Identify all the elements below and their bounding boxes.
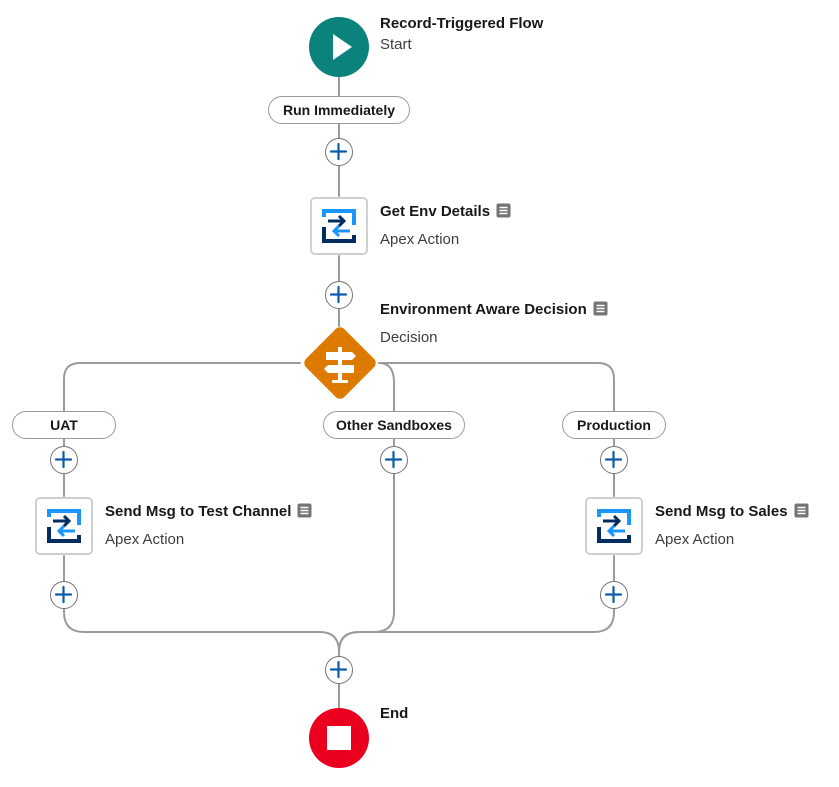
end-title: End <box>380 705 409 722</box>
add-element-button[interactable] <box>380 446 408 474</box>
apex-action-icon <box>597 509 631 543</box>
get-env-details-node[interactable] <box>310 197 368 255</box>
decision-node[interactable] <box>300 323 380 403</box>
plus-icon <box>384 450 403 469</box>
play-icon <box>333 34 352 60</box>
run-immediately-pill[interactable]: Run Immediately <box>268 96 410 124</box>
add-element-button[interactable] <box>325 281 353 309</box>
plus-icon <box>604 450 623 469</box>
details-icon[interactable] <box>496 203 511 218</box>
get-env-title-row: Get Env Details <box>380 203 511 220</box>
sales-title-row: Send Msg to Sales <box>655 503 809 520</box>
details-icon[interactable] <box>297 503 312 518</box>
test-channel-title-row: Send Msg to Test Channel <box>105 503 312 520</box>
connector-branch-production <box>378 362 615 413</box>
connector-branch-uat <box>63 362 301 413</box>
test-channel-title: Send Msg to Test Channel <box>105 503 292 520</box>
plus-icon <box>54 585 73 604</box>
decision-title: Environment Aware Decision <box>380 301 587 318</box>
add-element-button[interactable] <box>600 581 628 609</box>
test-channel-subtitle: Apex Action <box>105 531 185 548</box>
plus-icon <box>329 285 348 304</box>
connector-branch-other <box>378 362 395 413</box>
sales-subtitle: Apex Action <box>655 531 735 548</box>
plus-icon <box>329 142 348 161</box>
plus-icon <box>604 585 623 604</box>
outcome-other-sandboxes-pill[interactable]: Other Sandboxes <box>323 411 465 439</box>
end-node[interactable] <box>309 708 369 768</box>
send-msg-test-channel-node[interactable] <box>35 497 93 555</box>
apex-action-icon <box>47 509 81 543</box>
send-msg-sales-node[interactable] <box>585 497 643 555</box>
get-env-subtitle: Apex Action <box>380 231 460 248</box>
apex-action-icon <box>322 209 356 243</box>
get-env-title: Get Env Details <box>380 203 491 220</box>
add-element-button[interactable] <box>50 581 78 609</box>
add-element-button[interactable] <box>325 656 353 684</box>
connector-production-merge <box>338 611 615 653</box>
outcome-production-pill[interactable]: Production <box>562 411 666 439</box>
details-icon[interactable] <box>794 503 809 518</box>
plus-icon <box>54 450 73 469</box>
details-icon[interactable] <box>593 301 608 316</box>
start-title: Record-Triggered Flow <box>380 15 544 32</box>
connector-uat-merge <box>63 611 340 653</box>
add-element-button[interactable] <box>600 446 628 474</box>
add-element-button[interactable] <box>50 446 78 474</box>
sales-title: Send Msg to Sales <box>655 503 788 520</box>
start-node[interactable] <box>309 17 369 77</box>
decision-title-row: Environment Aware Decision <box>380 301 608 318</box>
plus-icon <box>329 660 348 679</box>
signpost-icon <box>304 327 376 399</box>
stop-icon <box>327 726 351 750</box>
add-element-button[interactable] <box>325 138 353 166</box>
start-subtitle: Start <box>380 36 412 53</box>
outcome-uat-pill[interactable]: UAT <box>12 411 116 439</box>
decision-subtitle: Decision <box>380 329 438 346</box>
